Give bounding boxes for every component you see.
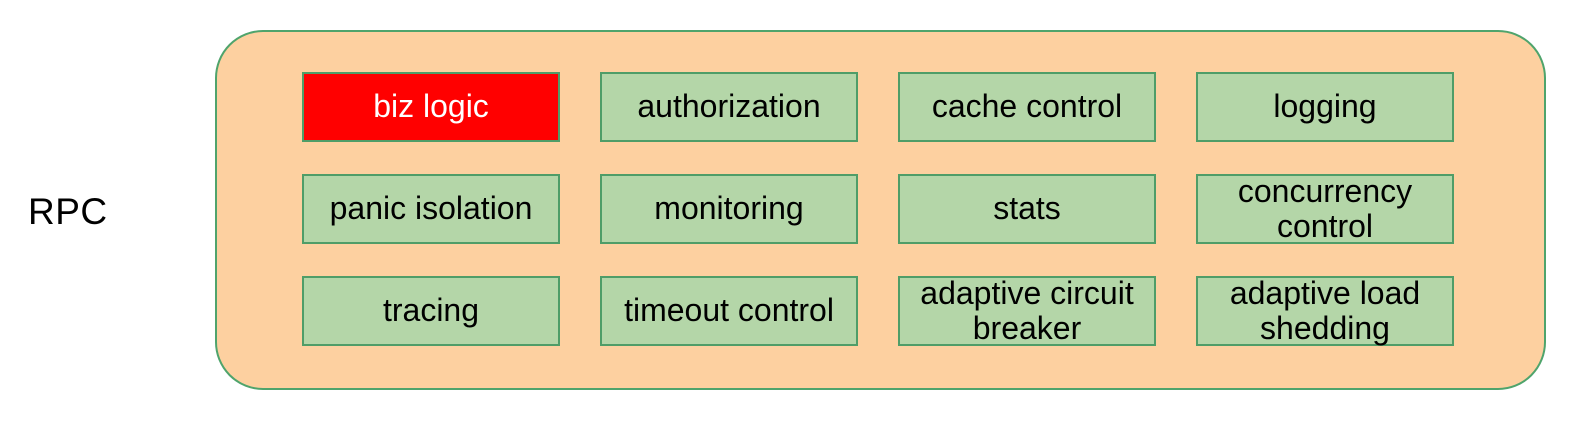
box-panic-isolation: panic isolation <box>302 174 560 244</box>
box-biz-logic: biz logic <box>302 72 560 142</box>
box-concurrency-control: concurrency control <box>1196 173 1454 244</box>
feature-grid: biz logic authorization cache control lo… <box>302 72 1454 346</box>
box-stats: stats <box>898 174 1156 244</box>
rpc-title: RPC <box>28 191 108 232</box>
box-logging: logging <box>1196 72 1454 142</box>
box-adaptive-circuit-breaker: adaptive circuit breaker <box>898 275 1156 346</box>
box-adaptive-load-shedding: adaptive load shedding <box>1196 275 1454 346</box>
box-timeout-control: timeout control <box>600 276 858 346</box>
box-tracing: tracing <box>302 276 560 346</box>
rpc-container-panel: biz logic authorization cache control lo… <box>215 30 1546 390</box>
box-cache-control: cache control <box>898 72 1156 142</box>
box-authorization: authorization <box>600 72 858 142</box>
box-monitoring: monitoring <box>600 174 858 244</box>
